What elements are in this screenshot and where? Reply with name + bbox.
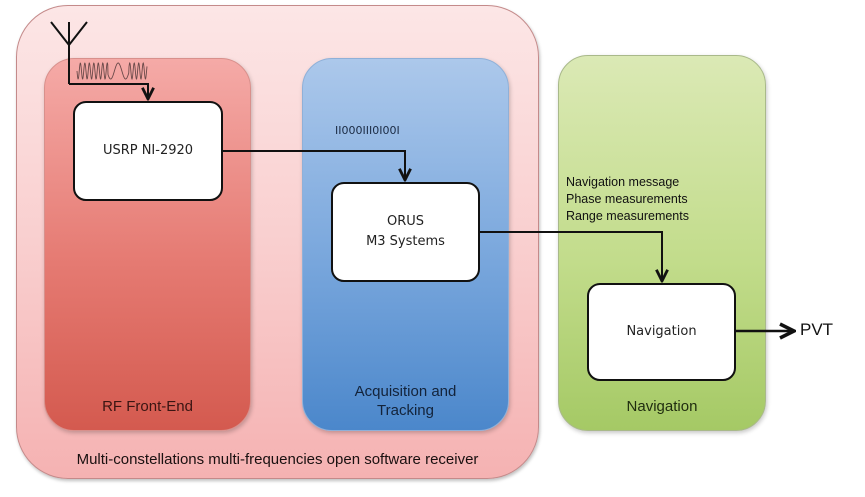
panel-label-line-1: Acquisition and [354,383,457,400]
navigation-outputs-label: Navigation message Phase measurements Ra… [566,174,689,225]
bitstream-label: II000III0I00I [335,124,400,137]
orus-block-label-line-2: M3 Systems [366,234,445,249]
panel-label-acquisition-tracking: Acquisition and Tracking [303,382,508,420]
antenna-icon [50,21,88,84]
navigation-block: Navigation [587,283,736,381]
orus-block-label-line-1: ORUS [386,214,425,229]
connector-usrp-to-orus [223,150,405,180]
connector-antenna-to-usrp [69,83,148,99]
panel-label-line-2: Tracking [377,402,434,419]
output-phase-measurements: Phase measurements [566,192,688,206]
usrp-block-label: USRP NI-2920 [102,143,194,158]
output-navigation-message: Navigation message [566,175,680,189]
connector-orus-to-navigation [480,231,662,281]
usrp-block: USRP NI-2920 [73,101,223,201]
panel-label-navigation: Navigation [626,398,698,415]
receiver-caption: Multi-constellations multi-frequencies o… [76,451,479,468]
navigation-block-label: Navigation [626,324,697,339]
panel-label-rf-front-end: RF Front-End [102,398,193,415]
output-range-measurements: Range measurements [566,209,689,223]
rf-waveform-icon [76,62,148,80]
pvt-output-label: PVT [800,320,834,339]
orus-block: ORUS M3 Systems [331,182,480,282]
